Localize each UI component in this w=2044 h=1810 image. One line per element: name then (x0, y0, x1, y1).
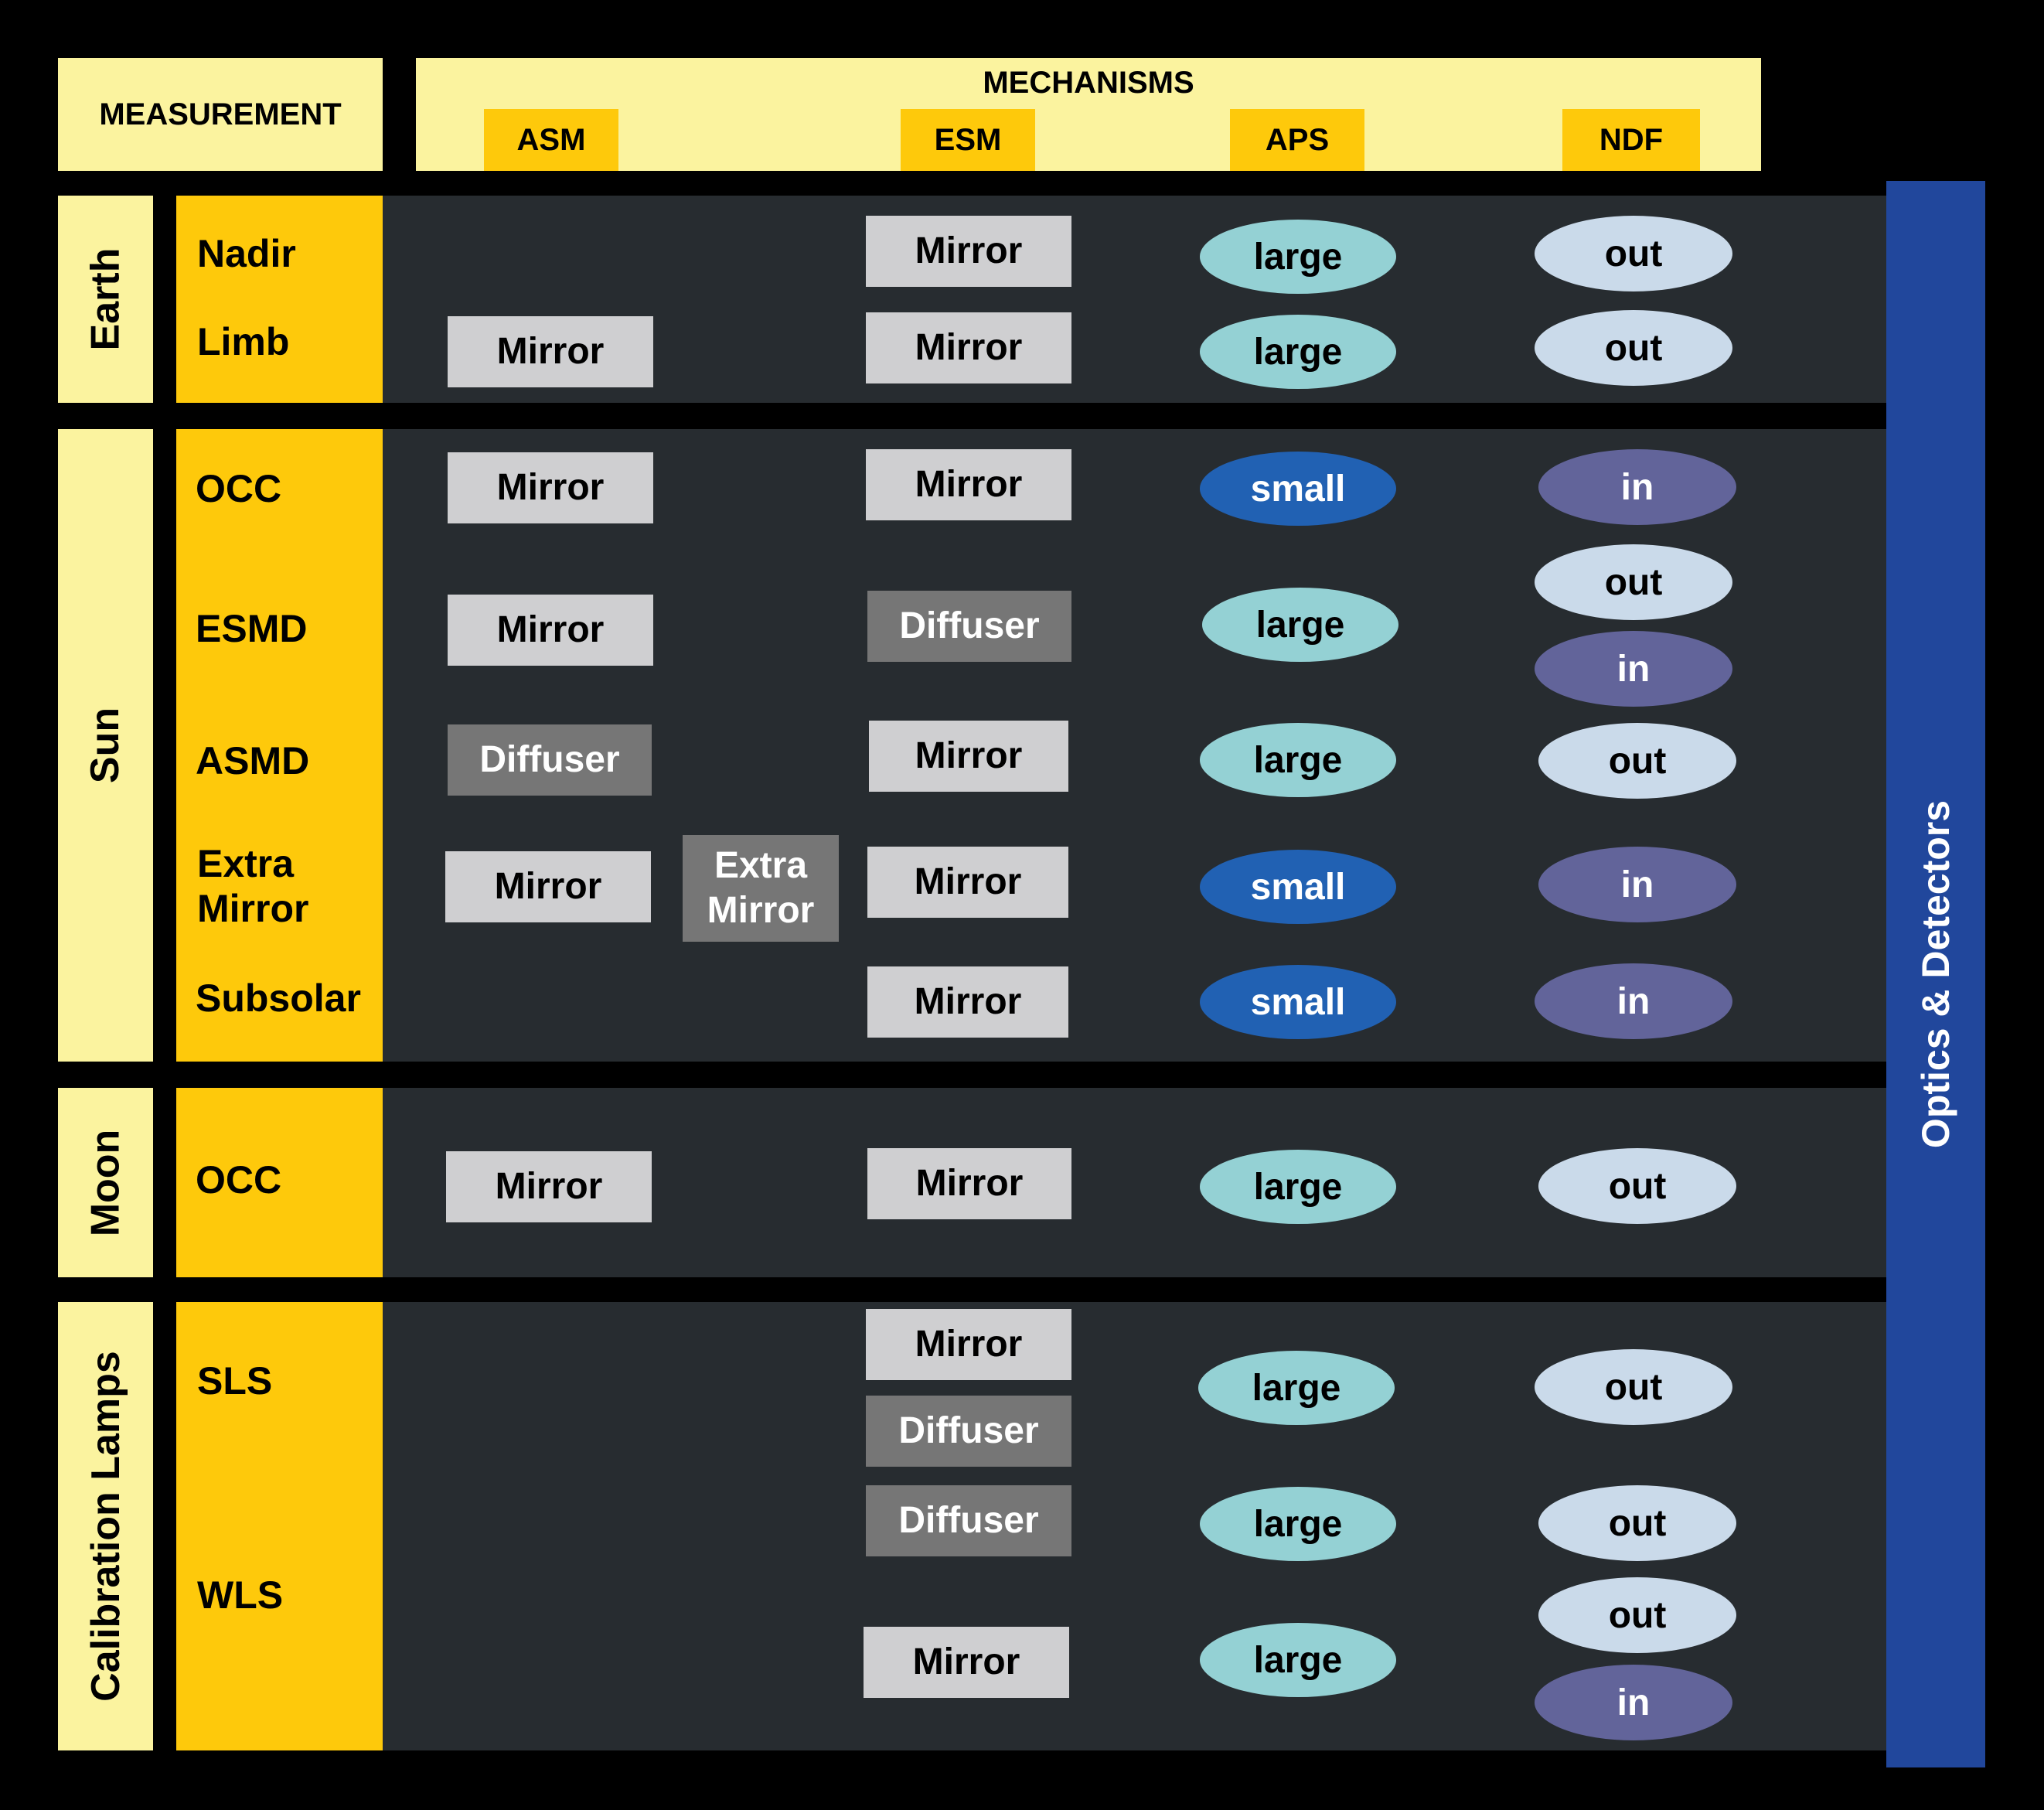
occ-moon-asm-mirror: Mirror (446, 1151, 652, 1222)
sls-esm-diffuser: Diffuser (866, 1396, 1071, 1467)
occ-moon-esm-mirror: Mirror (867, 1148, 1071, 1219)
mechanisms-title: MECHANISMS (983, 66, 1194, 100)
sls-aps-large: large (1198, 1351, 1395, 1425)
extra-mirror-component: Extra Mirror (683, 835, 839, 942)
category-earth: Earth (58, 196, 153, 403)
wls-diffuser-ndf-out: out (1538, 1485, 1736, 1561)
measurement-occ-sun: OCC (196, 467, 282, 510)
measurement-esmd: ESMD (196, 607, 308, 650)
ndf-tab: NDF (1562, 109, 1700, 171)
subsolar-aps-small: small (1200, 965, 1396, 1039)
optics-detectors-bar: Optics & Detectors (1886, 181, 1985, 1767)
subsolar-esm-mirror: Mirror (867, 966, 1068, 1038)
measurement-column-sun (176, 429, 383, 1062)
occ-sun-ndf-in: in (1538, 449, 1736, 525)
esmd-aps-large: large (1202, 588, 1398, 662)
category-calibration-lamps: Calibration Lamps (58, 1302, 153, 1750)
wls-esm-mirror: Mirror (864, 1627, 1069, 1698)
asmd-asm-diffuser: Diffuser (448, 724, 652, 796)
esm-tab: ESM (901, 109, 1035, 171)
nadir-aps-large: large (1200, 220, 1396, 294)
nadir-ndf-out: out (1535, 216, 1732, 291)
measurement-sls: SLS (197, 1359, 273, 1403)
category-moon: Moon (58, 1088, 153, 1277)
mechanisms-header: MECHANISMS (416, 58, 1761, 171)
category-lamps-label: Calibration Lamps (83, 1351, 128, 1702)
asmd-ndf-out: out (1538, 723, 1736, 799)
measurement-occ-moon: OCC (196, 1158, 282, 1202)
measurement-wls: WLS (197, 1573, 284, 1617)
sls-esm-mirror: Mirror (866, 1309, 1071, 1380)
extra-mirror-esm-mirror: Mirror (867, 847, 1068, 918)
limb-aps-large: large (1200, 315, 1396, 389)
occ-sun-aps-small: small (1200, 452, 1396, 526)
occ-sun-asm-mirror: Mirror (448, 452, 653, 523)
occ-moon-aps-large: large (1200, 1150, 1396, 1224)
extra-mirror-ndf-in: in (1538, 847, 1736, 922)
measurement-limb: Limb (197, 320, 290, 363)
limb-asm-mirror: Mirror (448, 316, 653, 387)
limb-esm-mirror: Mirror (866, 312, 1071, 383)
wls-mirror-aps-large: large (1200, 1623, 1396, 1697)
occ-moon-ndf-out: out (1538, 1148, 1736, 1224)
optics-detectors-label: Optics & Detectors (1914, 799, 1957, 1149)
category-sun: Sun (58, 429, 153, 1062)
asm-tab: ASM (484, 109, 618, 171)
occ-sun-esm-mirror: Mirror (866, 449, 1071, 520)
category-earth-label: Earth (83, 247, 128, 351)
measurement-header: MEASUREMENT (58, 58, 383, 171)
esmd-ndf-in: in (1535, 631, 1732, 707)
wls-esm-diffuser: Diffuser (866, 1485, 1071, 1556)
measurement-column-earth (176, 196, 383, 403)
sls-ndf-out: out (1535, 1349, 1732, 1425)
extra-mirror-asm-mirror: Mirror (445, 851, 651, 922)
asmd-esm-mirror: Mirror (869, 721, 1068, 792)
measurement-nadir: Nadir (197, 232, 296, 275)
esmd-asm-mirror: Mirror (448, 595, 653, 666)
measurement-extra-mirror: Extra Mirror (197, 842, 309, 930)
wls-mirror-ndf-in: in (1535, 1665, 1732, 1740)
esmd-ndf-out: out (1535, 544, 1732, 620)
measurement-column-moon (176, 1088, 383, 1277)
limb-ndf-out: out (1535, 310, 1732, 386)
wls-diffuser-aps-large: large (1200, 1487, 1396, 1561)
category-moon-label: Moon (83, 1129, 128, 1236)
category-sun-label: Sun (83, 707, 128, 784)
measurement-subsolar: Subsolar (196, 977, 361, 1020)
measurement-asmd: ASMD (196, 739, 310, 782)
wls-mirror-ndf-out: out (1538, 1577, 1736, 1653)
subsolar-ndf-in: in (1535, 963, 1732, 1039)
extra-mirror-aps-small: small (1200, 850, 1396, 924)
asmd-aps-large: large (1200, 723, 1396, 797)
aps-tab: APS (1230, 109, 1364, 171)
esmd-esm-diffuser: Diffuser (867, 591, 1071, 662)
nadir-esm-mirror: Mirror (866, 216, 1071, 287)
measurement-column-lamps (176, 1302, 383, 1750)
